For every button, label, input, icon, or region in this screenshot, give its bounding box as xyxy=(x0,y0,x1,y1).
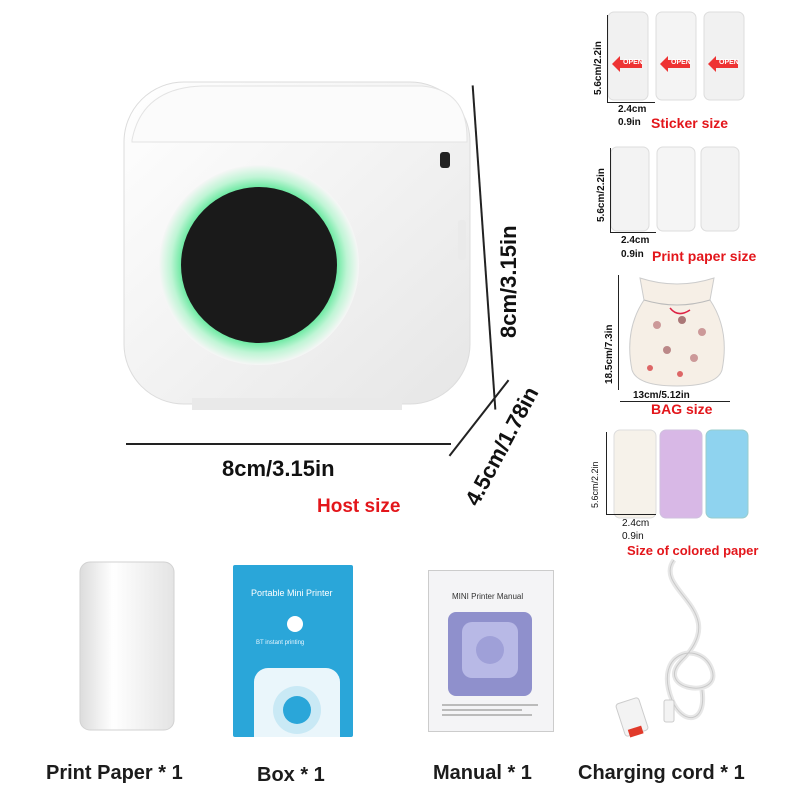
charging-cord-image xyxy=(612,550,762,740)
colored-paper-size-caption: Size of colored paper xyxy=(627,543,759,558)
item-label-charging-cord: Charging cord * 1 xyxy=(578,762,745,784)
sticker-open-text-2: OPEN xyxy=(671,59,691,66)
colored-width-cm: 2.4cm xyxy=(622,518,650,529)
sticker-open-text-3: OPEN xyxy=(719,59,739,66)
bag-height-label: 18.5cm/7.3in xyxy=(604,324,615,384)
bag-size-caption: BAG size xyxy=(651,401,713,417)
sticker-width-cm: 2.4cm xyxy=(618,104,647,115)
sticker-rolls-image xyxy=(600,10,750,105)
sticker-height-line xyxy=(607,15,608,103)
bag-image xyxy=(622,270,732,388)
bag-width-line xyxy=(620,401,730,402)
host-width-dimension-line xyxy=(126,443,451,445)
colored-width-line xyxy=(606,514,656,515)
item-label-print-paper: Print Paper * 1 xyxy=(46,762,183,784)
box-subtitle: BT instant printing xyxy=(256,640,305,646)
box-printer-illustration xyxy=(254,668,340,737)
item-label-manual: Manual * 1 xyxy=(433,762,532,784)
sticker-height-label: 5.6cm/2.2in xyxy=(593,41,604,95)
bag-width-label: 13cm/5.12in xyxy=(633,390,690,401)
host-width-label: 8cm/3.15in xyxy=(222,456,335,481)
manual-text-lines xyxy=(442,702,538,718)
printer-image xyxy=(122,80,472,430)
box-title: Portable Mini Printer xyxy=(251,588,333,598)
host-depth-label: 4.5cm/1.78in xyxy=(460,382,544,510)
colored-paper-rolls-image xyxy=(612,428,762,520)
colored-width-in: 0.9in xyxy=(622,531,644,542)
print-paper-width-cm: 2.4cm xyxy=(621,235,650,246)
item-label-box: Box * 1 xyxy=(257,764,325,786)
sticker-width-line xyxy=(607,102,655,103)
host-height-dimension-line xyxy=(471,85,497,410)
print-paper-roll-image xyxy=(72,560,182,735)
bag-height-line xyxy=(618,275,619,390)
print-paper-width-in: 0.9in xyxy=(621,249,644,260)
sticker-width-in: 0.9in xyxy=(618,117,641,128)
manual-printer-illustration xyxy=(448,612,532,696)
print-paper-size-caption: Print paper size xyxy=(652,248,757,264)
host-size-caption: Host size xyxy=(317,496,401,517)
sticker-size-caption: Sticker size xyxy=(651,115,729,131)
print-paper-height-line xyxy=(610,148,611,233)
print-paper-width-line xyxy=(610,232,656,233)
print-paper-rolls-image xyxy=(605,145,755,235)
sticker-open-text-1: OPEN xyxy=(623,59,643,66)
box-printer-icon xyxy=(287,616,303,632)
colored-height-line xyxy=(606,432,607,514)
print-paper-height-label: 5.6cm/2.2in xyxy=(596,168,607,222)
manual-title: MINI Printer Manual xyxy=(452,592,524,601)
colored-height-label: 5.6cm/2.2in xyxy=(590,461,600,508)
host-height-label: 8cm/3.15in xyxy=(496,225,521,338)
